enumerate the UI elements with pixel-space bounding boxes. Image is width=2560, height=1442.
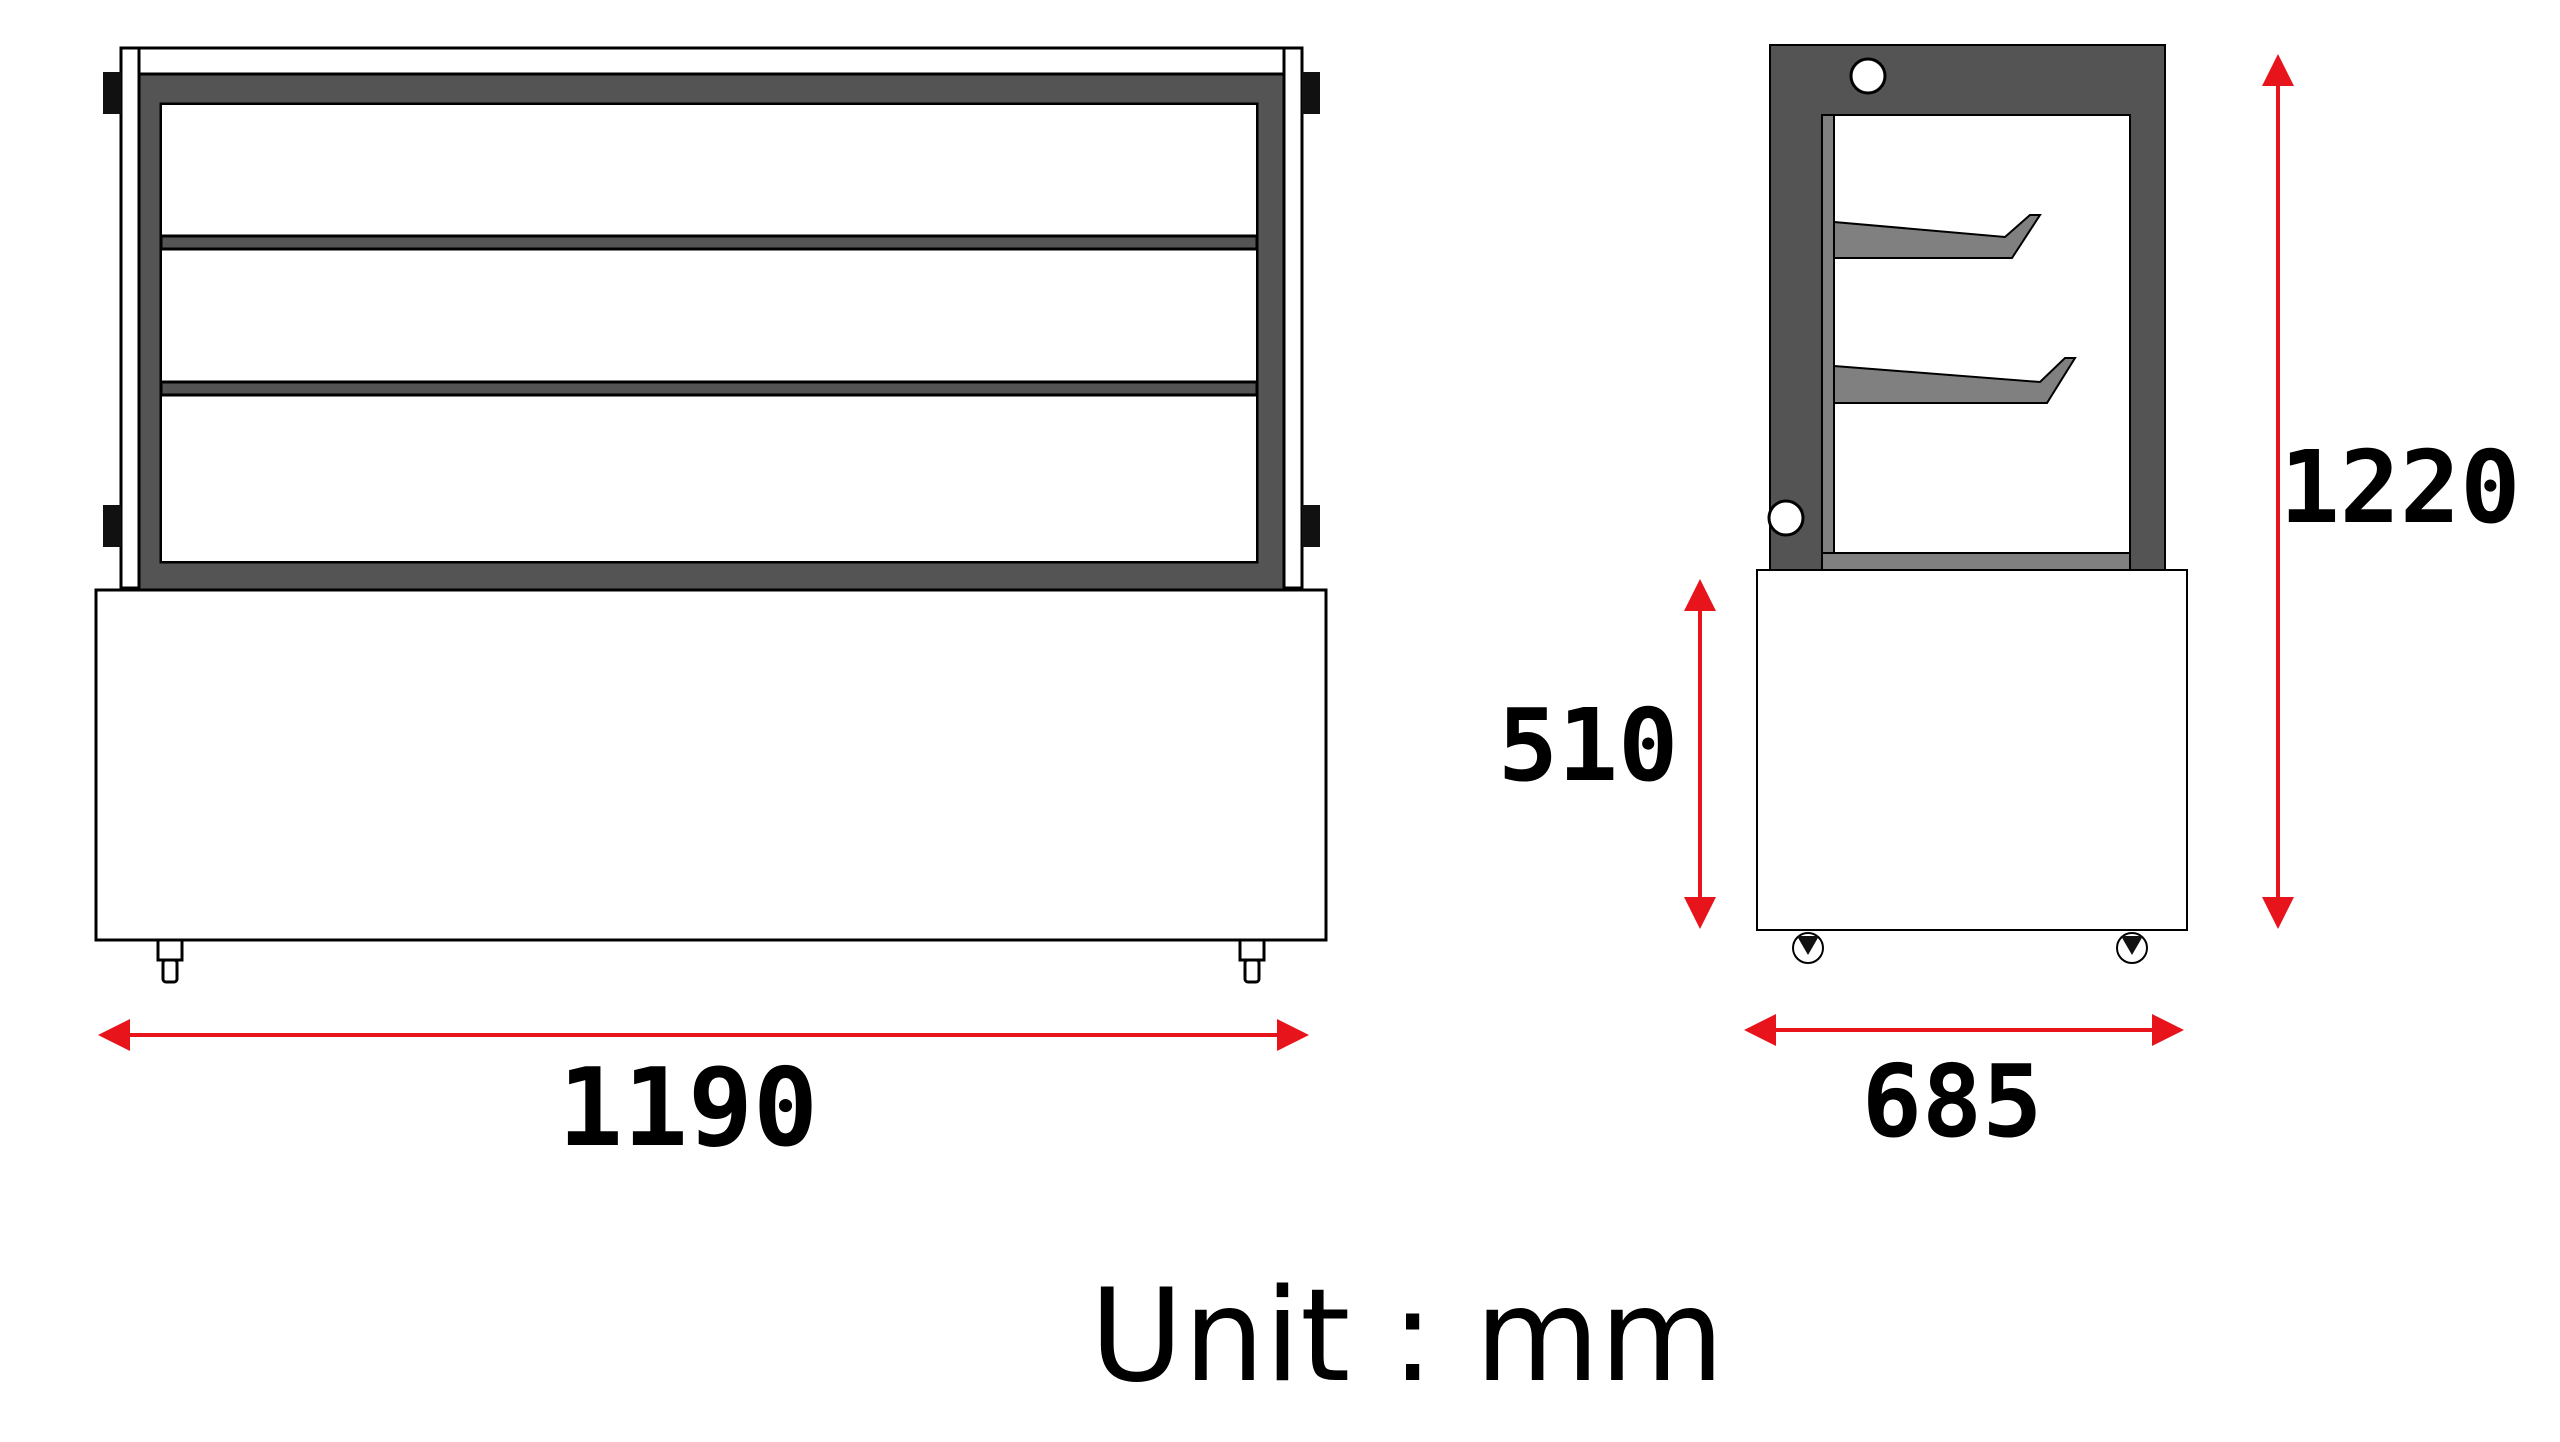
side-bottom-deck xyxy=(1821,552,2131,571)
front-shelf-lower xyxy=(159,380,1259,397)
side-right-caster-icon xyxy=(2116,932,2148,964)
side-depth-label: 685 xyxy=(1862,1043,2043,1160)
front-width-dimension: 1190 xyxy=(98,1019,1309,1171)
side-left-caster-icon xyxy=(1792,932,1824,964)
side-bottom-hinge-icon xyxy=(1767,499,1805,537)
side-depth-dimension: 685 xyxy=(1744,1014,2184,1160)
front-right-foot xyxy=(1238,938,1266,984)
front-cabinet-base xyxy=(94,588,1328,942)
base-height-dimension: 510 xyxy=(1498,579,1716,929)
front-right-post xyxy=(1282,46,1304,590)
total-height-label: 1220 xyxy=(2280,429,2521,546)
front-shelf-upper xyxy=(159,234,1259,251)
front-left-foot xyxy=(156,938,184,984)
side-shelf-support xyxy=(1821,114,1835,571)
front-right-upper-bracket xyxy=(1302,72,1320,114)
front-right-lower-bracket xyxy=(1302,505,1320,547)
unit-label: Unit : mm xyxy=(1090,1262,1724,1411)
front-view xyxy=(94,46,1328,984)
total-height-dimension: 1220 xyxy=(2262,54,2521,929)
base-height-label: 510 xyxy=(1498,687,1679,804)
side-top-hinge-icon xyxy=(1849,57,1887,95)
front-left-upper-bracket xyxy=(103,72,121,114)
front-left-lower-bracket xyxy=(103,505,121,547)
side-view xyxy=(1756,44,2188,964)
front-glass-window xyxy=(160,103,1258,563)
side-shelf-lower xyxy=(1833,357,2077,404)
side-glass-window xyxy=(1821,114,2131,571)
front-width-label: 1190 xyxy=(558,1046,818,1171)
front-left-post xyxy=(119,46,141,590)
front-top-rail xyxy=(137,46,1286,76)
side-cabinet-base xyxy=(1756,569,2188,931)
side-shelf-upper xyxy=(1833,214,2042,259)
